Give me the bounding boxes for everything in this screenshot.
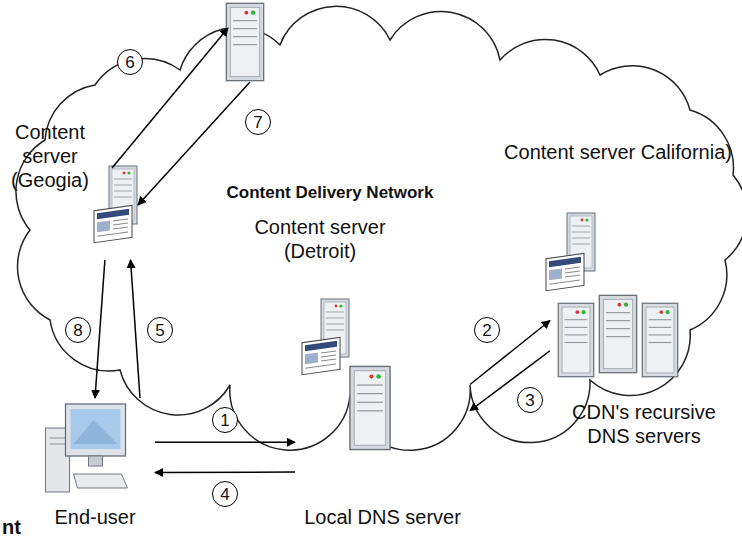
cdn-cloud: Content Delivery NetworkContent server (… bbox=[35, 20, 738, 392]
callout-number: 6 bbox=[125, 54, 134, 71]
origin-server-icon bbox=[226, 3, 263, 80]
message-arrow bbox=[155, 441, 295, 443]
fetch-arrow bbox=[112, 28, 228, 168]
dns-server-icon bbox=[599, 295, 636, 372]
message-arrow bbox=[155, 471, 295, 473]
network-title: Content Delivery Network bbox=[205, 183, 455, 203]
node-label: CDN's recursive DNS servers bbox=[550, 400, 738, 448]
cut-off-text: nt bbox=[2, 516, 21, 539]
message-arrow bbox=[95, 260, 105, 398]
node-label: End-user bbox=[35, 505, 155, 529]
dns-server-icon bbox=[642, 303, 677, 376]
callout-number: 3 bbox=[525, 392, 534, 409]
callout-circle: 4 bbox=[212, 481, 238, 507]
callout-circle: 8 bbox=[65, 317, 91, 343]
end-user-host: End-user bbox=[35, 398, 155, 536]
content-server: Content server (Detroit) bbox=[245, 215, 395, 380]
callout-circle: 3 bbox=[517, 387, 543, 413]
callout-circle: 6 bbox=[117, 49, 143, 75]
callout-circle: 1 bbox=[212, 407, 238, 433]
callout-circle: 7 bbox=[245, 109, 271, 135]
callout-number: 5 bbox=[155, 322, 164, 339]
computer-icon bbox=[46, 404, 128, 492]
local-dns-icon bbox=[350, 366, 390, 449]
content-server: Content server (Geogia) bbox=[5, 120, 140, 260]
callout-circle: 5 bbox=[147, 317, 173, 343]
node-label: Content server (Detroit) bbox=[245, 215, 395, 263]
local-dns-server: Local DNS server bbox=[295, 360, 470, 535]
newspaper-icon bbox=[302, 337, 340, 374]
callout-number: 1 bbox=[220, 412, 229, 429]
node-label: Content server (Geogia) bbox=[5, 120, 95, 192]
callout-circle: 2 bbox=[474, 317, 500, 343]
newspaper-icon bbox=[546, 253, 584, 290]
content-server: Content server California) bbox=[503, 140, 733, 292]
cdn-cloud-outline bbox=[16, 6, 742, 450]
newspaper-icon bbox=[94, 205, 132, 242]
callout-number: 7 bbox=[253, 114, 262, 131]
fragment-text: nt bbox=[2, 516, 21, 538]
dns-server-group: CDN's recursive DNS servers bbox=[550, 292, 738, 470]
callout-number: 4 bbox=[220, 486, 229, 503]
message-arrow bbox=[131, 260, 140, 398]
dns-server-icon bbox=[558, 303, 593, 376]
node-label: Local DNS server bbox=[295, 505, 470, 529]
node-label: Content server California) bbox=[503, 140, 733, 164]
callout-number: 8 bbox=[73, 322, 82, 339]
callout-number: 2 bbox=[482, 322, 491, 339]
